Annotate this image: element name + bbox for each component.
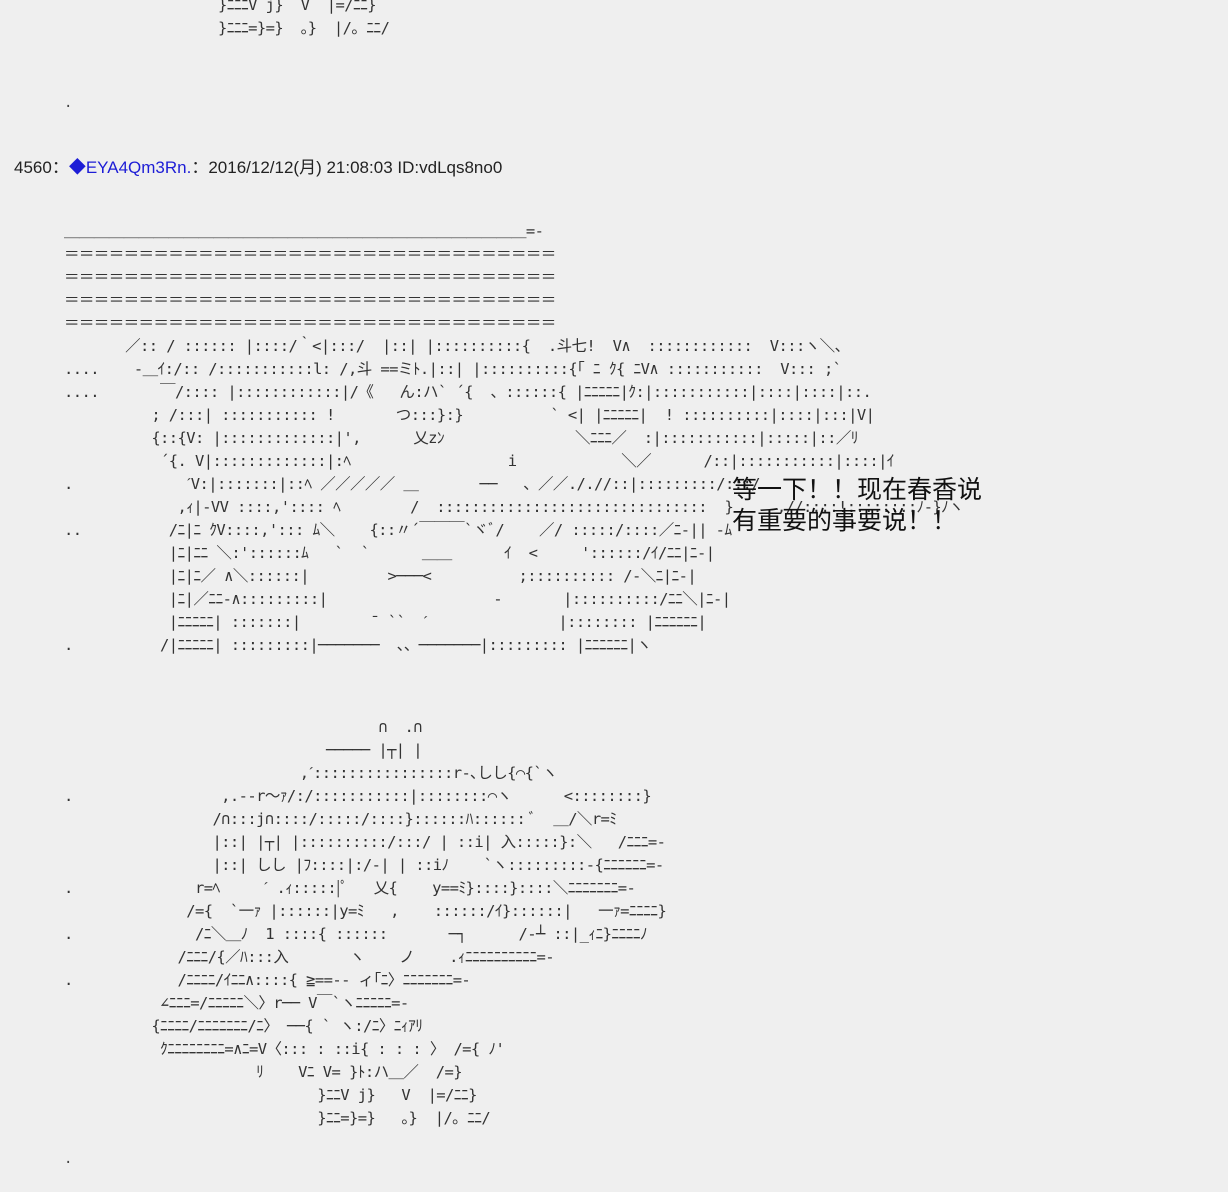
- caption-line-2: 有重要的事要说！！: [732, 506, 958, 535]
- post-header: 4560：◆EYA4Qm3Rn.：2016/12/12(月) 21:08:03 …: [14, 153, 502, 178]
- date-separator: ：: [191, 158, 209, 177]
- ascii-art-main: ＿＿＿＿＿＿＿＿＿＿＿＿＿＿＿＿＿＿＿＿＿＿＿＿＿＿＿＿＿＿＿=- ＝＝＝＝＝＝…: [64, 222, 964, 654]
- post-number-separator: ：: [51, 158, 69, 177]
- post-datetime: 2016/12/12(月) 21:08:03: [208, 158, 393, 177]
- poster-id: ID:vdLqs8no0: [397, 158, 503, 177]
- post-number: 4560: [14, 158, 52, 177]
- ascii-art-lower: ∩ .∩ ───── |┬| | ,ˊ::::::::::::::::r‐､しし…: [64, 718, 667, 1127]
- ascii-art-top-fragment: }ﾆﾆﾆV j} V |=/ﾆﾆ} }ﾆﾆﾆ=}=} 。} |/。ﾆﾆ/: [218, 0, 390, 37]
- separator-dot: .: [64, 95, 73, 111]
- caption-line-1: 等一下！！现在春香说: [732, 475, 983, 504]
- poster-name-link[interactable]: ◆EYA4Qm3Rn.: [68, 158, 192, 177]
- caption-text: 等一下！！现在春香说 有重要的事要说！！: [732, 474, 982, 536]
- separator-dot: .: [64, 1151, 73, 1167]
